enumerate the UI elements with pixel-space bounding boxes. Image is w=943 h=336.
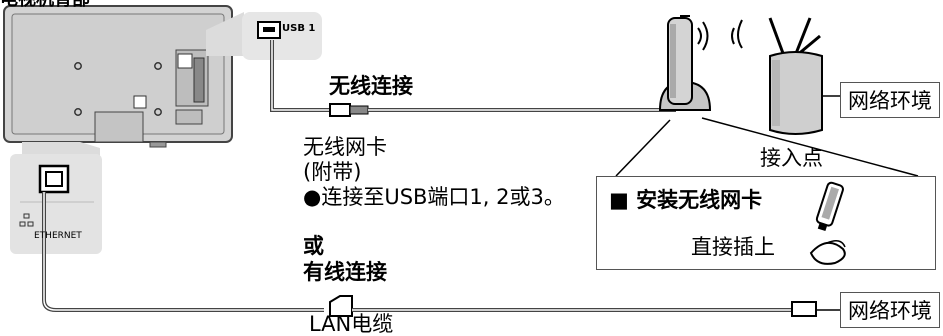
tv-back	[3, 5, 233, 148]
adapter-note: ●连接至USB端口1, 2或3。	[303, 185, 565, 209]
direct-insert-label: 直接插上	[691, 235, 775, 259]
lan-cable-label: LAN电缆	[309, 312, 394, 336]
wireless-connection-label: 无线连接	[329, 74, 413, 98]
ethernet-port-callout	[10, 142, 102, 254]
usb-port-label: USB 1	[282, 23, 316, 34]
adapter-insert-illustration	[809, 181, 846, 265]
adapter-included: (附带)	[303, 160, 362, 184]
usb-cable	[270, 40, 676, 117]
access-point	[731, 17, 840, 135]
network-env-box-top: 网络环境	[840, 82, 940, 118]
ethernet-label: ETHERNET	[34, 231, 82, 241]
usb-port-callout	[206, 12, 322, 60]
tv-back-label: 电视机背部	[0, 0, 90, 9]
access-point-label: 接入点	[760, 146, 823, 170]
adapter-name: 无线网卡	[303, 135, 387, 159]
wireless-adapter-dock	[658, 15, 712, 111]
or-label: 或	[303, 234, 324, 258]
lan-cable	[42, 192, 840, 317]
install-title: ■ 安装无线网卡	[609, 188, 763, 212]
wired-connection-label: 有线连接	[303, 260, 387, 284]
network-env-box-bottom: 网络环境	[840, 292, 940, 328]
install-adapter-box: ■ 安装无线网卡 直接插上	[596, 176, 936, 270]
